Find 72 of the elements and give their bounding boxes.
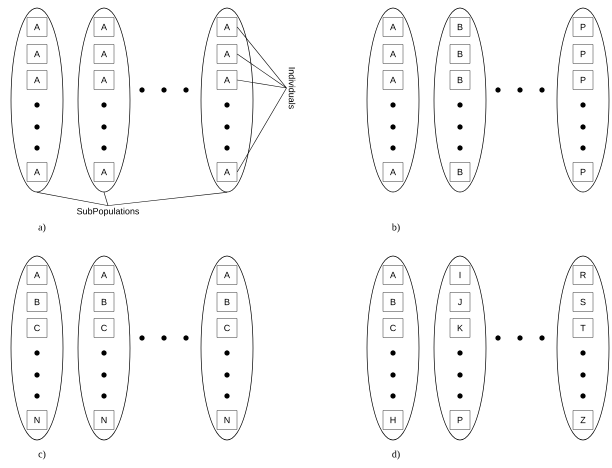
panel-label: b)	[392, 223, 400, 232]
individual-box: B	[450, 70, 470, 90]
individual-box: A	[94, 44, 114, 64]
individual-box: P	[572, 17, 594, 37]
individual-box: A	[216, 162, 238, 182]
rotated-label: Individuals	[288, 68, 296, 109]
ellipse-outline	[78, 256, 130, 440]
individual-box: C	[382, 318, 404, 338]
ellipse-outline	[434, 8, 486, 192]
individual-box: N	[94, 410, 114, 430]
individual-box: A	[382, 162, 404, 182]
individual-box: K	[450, 318, 470, 338]
ellipse-outline	[78, 8, 130, 192]
panel-label: d)	[392, 450, 400, 460]
individual-box: P	[572, 44, 594, 64]
ellipse-outline	[10, 256, 64, 440]
individual-box: I	[450, 265, 470, 285]
ellipse-outline	[556, 256, 610, 440]
callout-label: SubPopulations	[77, 208, 140, 216]
individual-box: Z	[572, 410, 594, 430]
individual-box: A	[216, 70, 238, 90]
individual-box: H	[382, 410, 404, 430]
individual-box: A	[382, 44, 404, 64]
individual-box: A	[216, 265, 238, 285]
individual-box: C	[94, 318, 114, 338]
individual-box: P	[450, 410, 470, 430]
ellipse-outline	[366, 8, 420, 192]
individual-box: S	[572, 292, 594, 312]
leader-line	[236, 54, 287, 88]
ellipse-outline	[556, 8, 610, 192]
leader-line	[108, 192, 228, 206]
individual-box: A	[94, 265, 114, 285]
individual-box: B	[94, 292, 114, 312]
ellipse-outline	[200, 8, 254, 192]
individual-box: A	[382, 265, 404, 285]
individual-box: B	[26, 292, 48, 312]
individual-box: B	[450, 162, 470, 182]
individual-box: B	[450, 44, 470, 64]
individual-box: A	[26, 265, 48, 285]
individual-box: C	[216, 318, 238, 338]
individual-box: R	[572, 265, 594, 285]
individual-box: T	[572, 318, 594, 338]
leader-line	[236, 80, 287, 88]
panel-label: a)	[38, 223, 46, 232]
ellipse-outline	[10, 8, 64, 192]
individual-box: A	[26, 162, 48, 182]
ellipse-outline	[366, 256, 420, 440]
individual-box: A	[94, 70, 114, 90]
individual-box: B	[450, 17, 470, 37]
ellipse-outline	[434, 256, 486, 440]
individual-box: P	[572, 70, 594, 90]
individual-box: N	[216, 410, 238, 430]
individual-box: A	[216, 44, 238, 64]
individual-box: N	[26, 410, 48, 430]
individual-box: C	[26, 318, 48, 338]
individual-box: J	[450, 292, 470, 312]
individual-box: A	[26, 17, 48, 37]
individual-box: A	[26, 44, 48, 64]
leader-line	[104, 192, 108, 206]
individual-box: B	[216, 292, 238, 312]
ellipse-outline	[200, 256, 254, 440]
leader-line	[36, 192, 108, 206]
individual-box: A	[382, 17, 404, 37]
leader-line	[236, 26, 287, 88]
individual-box: P	[572, 162, 594, 182]
panel-label: c)	[38, 450, 46, 460]
individual-box: A	[382, 70, 404, 90]
individual-box: A	[26, 70, 48, 90]
individual-box: A	[94, 17, 114, 37]
individual-box: A	[94, 162, 114, 182]
individual-box: A	[216, 17, 238, 37]
individual-box: B	[382, 292, 404, 312]
